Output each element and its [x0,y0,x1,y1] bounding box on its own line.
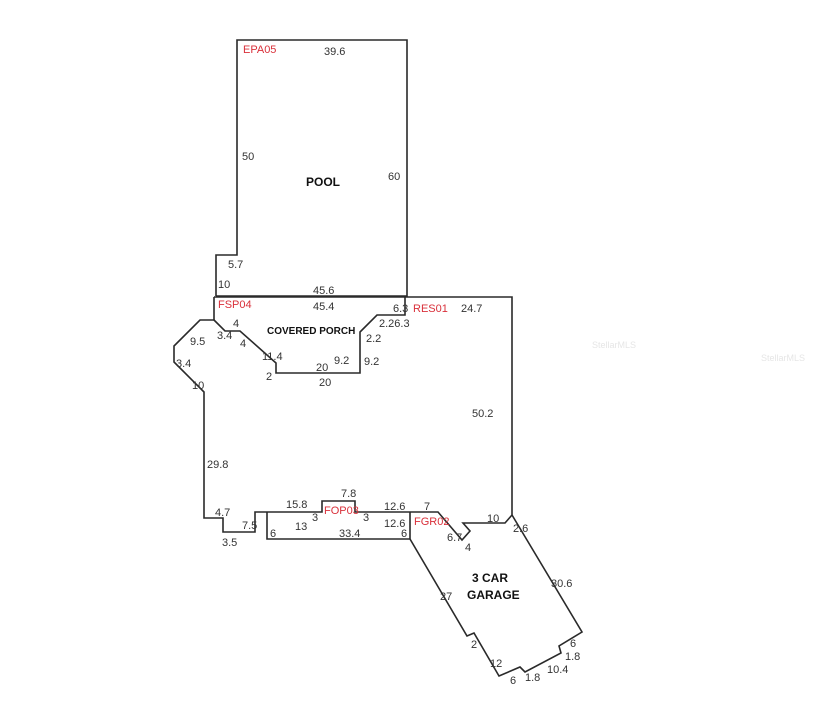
dim: 10 [487,513,499,525]
dim: 6 [510,675,516,687]
dim: 11.4 [262,351,283,363]
dim: 9.5 [190,336,205,348]
residence-outline [173,296,513,542]
dim: 9.2 [364,356,379,368]
pool-outline [215,39,408,297]
room-label-pool: POOL [306,175,340,189]
dim: 2 [266,371,272,383]
dim: 12.6 [384,518,405,530]
dim: 3.5 [222,537,237,549]
dim: 45.4 [313,301,334,313]
dimension-labels: 39.6 50 60 5.7 10 45.6 45.4 4 3.4 4 11.4… [176,46,580,687]
area-code-epa: EPA05 [243,44,276,56]
garage-outline [409,514,584,678]
dim: 5.7 [228,259,243,271]
dim: 4 [240,338,246,350]
area-code-fop: FOP03 [324,505,359,517]
watermark: StellarMLS [761,353,805,363]
dim: 50.2 [472,408,493,420]
dim: 10.4 [547,664,568,676]
dim: 7 [424,501,430,513]
dim: 7.5 [242,520,257,532]
dim: 12.6 [384,501,405,513]
dim: 10 [192,380,204,392]
dim: 60 [388,171,400,183]
dim: 3 [312,512,318,524]
dim: 1.8 [565,651,580,663]
dim: 9.2 [334,355,349,367]
area-code-fsp: FSP04 [218,299,252,311]
dim: 6.3 [393,303,408,315]
dim: 24.7 [461,303,482,315]
dim: 2.26.3 [379,318,410,330]
room-label-covered-porch: COVERED PORCH [267,326,355,337]
front-porch-outline [266,512,411,540]
dim: 6 [401,528,407,540]
dim: 2 [471,639,477,651]
dim: 30.6 [551,578,572,590]
dim: 4 [465,542,471,554]
dim: 39.6 [324,46,345,58]
dim: 6 [570,638,576,650]
dim: 6.7 [447,532,462,544]
dim: 20 [319,377,331,389]
dim: 20 [316,362,328,374]
dim: 3.4 [217,330,232,342]
dim: 3 [363,512,369,524]
dim: 4 [233,318,239,330]
dim: 6 [270,528,276,540]
dim: 15.8 [286,499,307,511]
dim: 10 [218,279,230,291]
dim: 29.8 [207,459,228,471]
dim: 12 [490,658,502,670]
area-code-res: RES01 [413,303,448,315]
room-label-garage-1: 3 CAR [472,571,508,585]
dim: 3.4 [176,358,191,370]
area-code-fgr: FGR02 [414,516,449,528]
dim: 13 [295,521,307,533]
dim: 27 [440,591,452,603]
dim: 33.4 [339,528,360,540]
room-label-garage-2: GARAGE [467,588,520,602]
watermark: StellarMLS [592,340,636,350]
dim: 7.8 [341,488,356,500]
dim: 1.8 [525,672,540,684]
covered-porch-outline [213,297,406,374]
dim: 2.6 [513,523,528,535]
dim: 45.6 [313,285,334,297]
dim: 2.2 [366,333,381,345]
dim: 4.7 [215,507,230,519]
dim: 50 [242,151,254,163]
